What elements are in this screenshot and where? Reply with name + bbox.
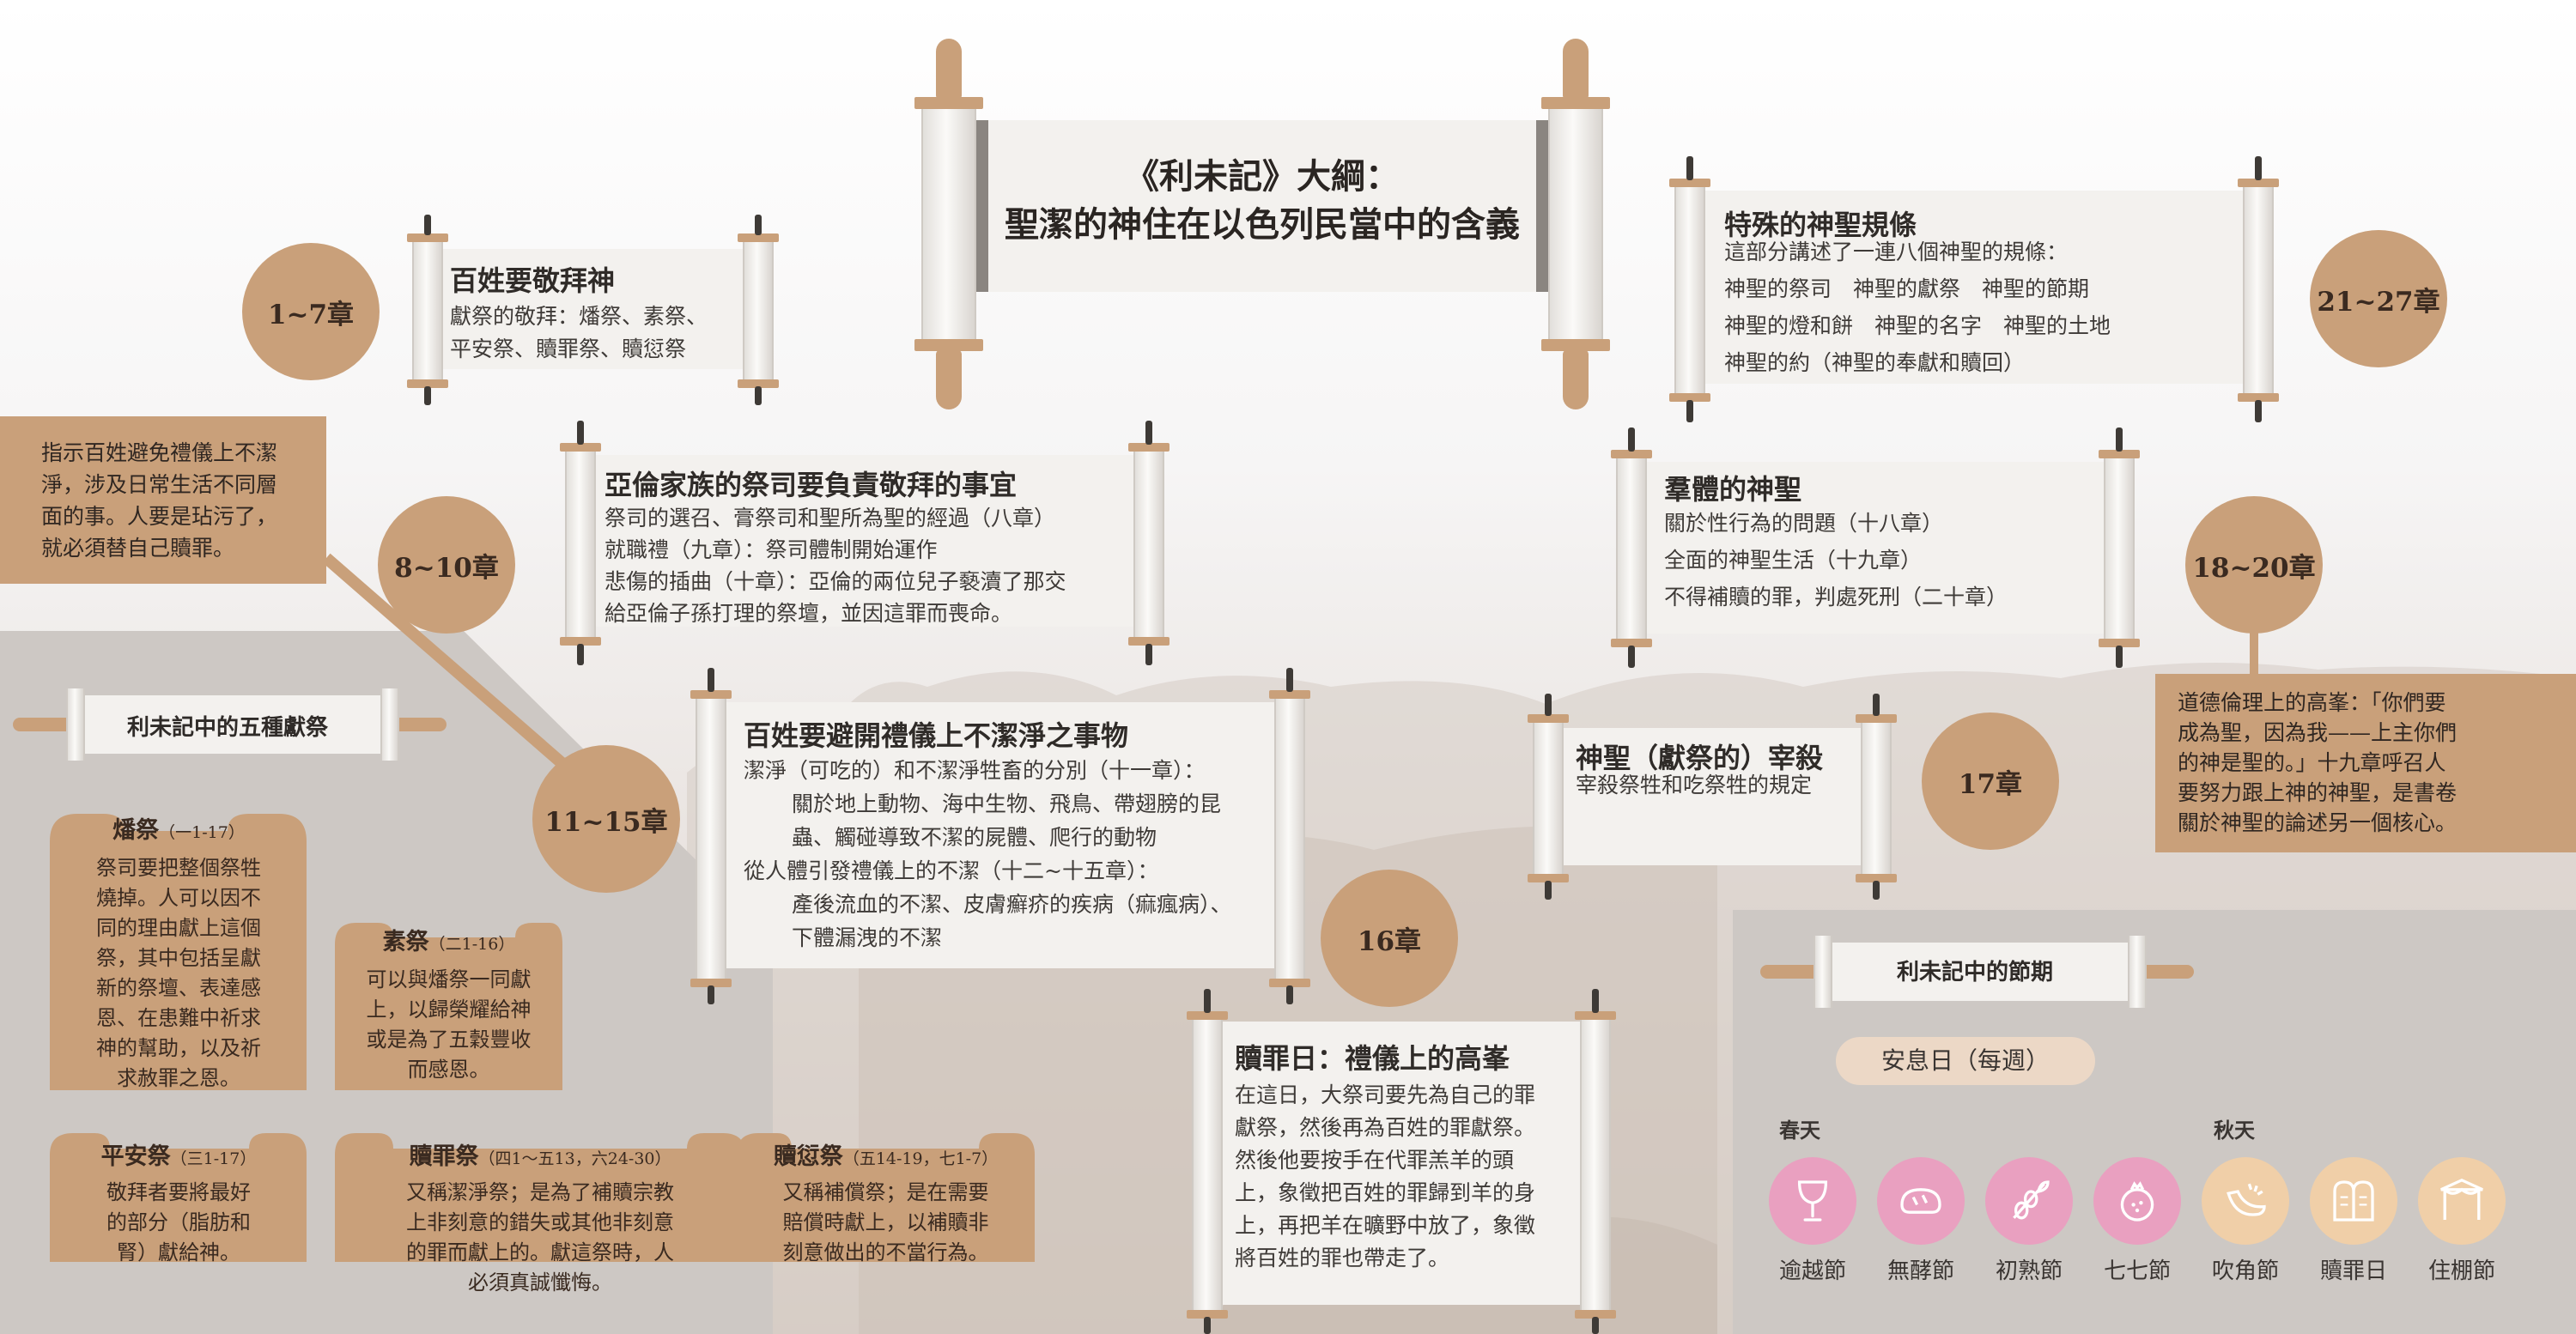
festival-trumpets [2202, 1157, 2289, 1245]
section-text-7: 這部分講述了一連八個神聖的規條：神聖的祭司 神聖的獻祭 神聖的節期 神聖的燈和餅… [1724, 240, 2111, 375]
offering-burnt: 燔祭（一1-17） 祭司要把整個祭牲燒掉。人可以因不 同的理由獻上這個祭，其中包… [96, 817, 261, 1090]
offering-grain: 素祭（二1-16） 可以與燔祭一同獻上，以歸榮耀給神 或是為了五穀豐收而感恩。 [366, 929, 532, 1082]
shofar-icon [2227, 1183, 2266, 1216]
bread-icon [1900, 1188, 1941, 1214]
tablets-icon [2333, 1180, 2374, 1222]
scroll-section-1 [404, 215, 781, 405]
section-heading-4: 贖罪日：禮儀上的高峯 [1235, 1042, 1510, 1075]
chapter-badge-7: 21~27章 [2310, 230, 2447, 367]
title-line2: 聖潔的神住在以色列民當中的含義 [1005, 204, 1520, 245]
chalice-icon [1797, 1180, 1828, 1222]
note-left: 指示百姓避免禮儀上不潔淨，涉及日常生活不同層 面的事。人要是玷污了，就必須替自己… [0, 416, 326, 584]
section-text-1: 獻祭的敬拜：燔祭、素祭、平安祭、贖罪祭、贖愆祭 [450, 304, 708, 361]
section-heading-2: 亞倫家族的祭司要負責敬拜的事宜 [605, 469, 1018, 501]
offering-peace: 平安祭（三1-17） 敬拜者要將最好的部分（脂肪和 腎）獻給神。 [100, 1143, 257, 1264]
chapter-badge-2: 8~10章 [378, 496, 515, 634]
spring-label: 春天 [1779, 1118, 1820, 1143]
festival-atonement [2310, 1157, 2397, 1245]
festival-firstfruits [1985, 1157, 2073, 1245]
chapter-badge-4: 16章 [1321, 870, 1458, 1007]
section-heading-7: 特殊的神聖規條 [1724, 209, 1917, 241]
label-tabernacles: 住棚節 [2427, 1258, 2495, 1284]
offerings-panel-title: 利未記中的五種獻祭 [126, 715, 328, 741]
label-weeks: 七七節 [2103, 1258, 2171, 1284]
section-heading-6: 羣體的神聖 [1664, 473, 1802, 506]
section-heading-3: 百姓要避開禮儀上不潔淨之事物 [744, 719, 1129, 752]
chapter-badge-1: 1~7章 [242, 243, 380, 380]
offering-sin: 贖罪祭（四1～五13，六24-30） 又稱潔淨祭；是為了補贖宗教上非刻意的錯失或… [406, 1143, 674, 1295]
scroll-section-6 [1607, 427, 2144, 668]
festival-tabernacles [2418, 1157, 2506, 1245]
chapter-badge-6: 18~20章 [2185, 496, 2323, 634]
festivals-panel-title: 利未記中的節期 [1896, 960, 2053, 985]
label-trumpets: 吹角節 [2211, 1258, 2279, 1284]
autumn-label: 秋天 [2214, 1118, 2255, 1143]
section-text-6: 關於性行為的問題（十八章）全面的神聖生活（十九章） 不得補贖的罪，判處死刑（二十… [1664, 511, 2008, 609]
label-passover: 逾越節 [1778, 1258, 1846, 1284]
olive-branch-icon [2013, 1180, 2050, 1220]
label-firstfruits: 初熟節 [1995, 1258, 2063, 1284]
festival-unleavened [1877, 1157, 1965, 1245]
scroll-section-4 [1183, 989, 1621, 1334]
scroll-section-2 [556, 421, 1175, 665]
scroll-section-5 [1524, 694, 1902, 900]
chapter-badge-3: 11~15章 [532, 745, 680, 893]
section-text-3: 潔淨（可吃的）和不潔淨牲畜的分別（十一章）： 關於地上動物、海中生物、飛鳥、帶翅… [744, 758, 1232, 950]
pomegranate-icon [2120, 1181, 2154, 1222]
section-text-2: 祭司的選召、膏祭司和聖所為聖的經過（八章）就職禮（九章）：祭司體制開始運作 悲傷… [605, 506, 1066, 626]
title-scroll [906, 39, 1619, 409]
scroll-section-7 [1666, 156, 2284, 422]
chapter-badge-5: 17章 [1922, 712, 2059, 850]
note-right: 道德倫理上的高峯：「你們要成為聖，因為我——上主你們 的神是聖的。」十九章呼召人… [2155, 674, 2576, 852]
section-heading-5: 神聖（獻祭的）宰殺 [1576, 742, 1824, 774]
offering-guilt: 贖愆祭（五14-19，七1-7） 又稱補償祭；是在需要賠償時獻上，以補贖非 刻意… [773, 1143, 999, 1264]
festivals-title-scroll [1760, 934, 2194, 1010]
section-text-5: 宰殺祭牲和吃祭牲的規定 [1576, 773, 1813, 797]
page-title: 《利未記》大綱： 聖潔的神住在以色列民當中的含義 [970, 153, 1554, 249]
festival-weeks [2093, 1157, 2181, 1245]
sabbath-pill: 安息日（每週） [1836, 1037, 2095, 1085]
title-line1: 《利未記》大綱： [1125, 156, 1400, 197]
festival-passover [1769, 1157, 1856, 1245]
label-atonement: 贖罪日 [2319, 1258, 2387, 1284]
booth-icon [2440, 1178, 2483, 1220]
section-text-4: 在這日，大祭司要先為自己的罪獻祭，然後再為百姓的罪獻祭。 然後他要按手在代罪羔羊… [1235, 1082, 1536, 1270]
offerings-title-scroll [13, 687, 447, 762]
section-heading-1: 百姓要敬拜神 [450, 264, 616, 297]
scroll-section-3 [687, 668, 1314, 1004]
label-unleavened: 無酵節 [1886, 1258, 1954, 1284]
